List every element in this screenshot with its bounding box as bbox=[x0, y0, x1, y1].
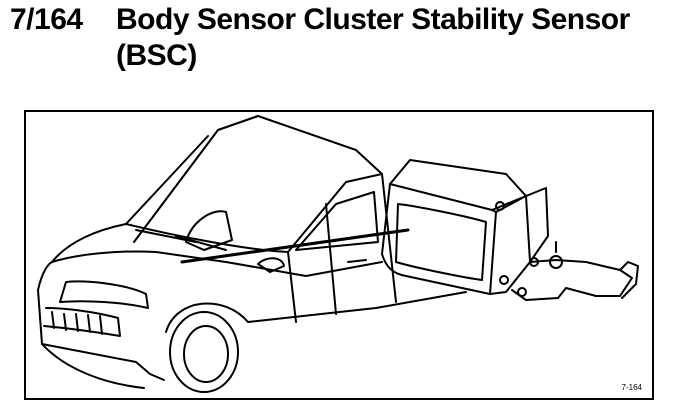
section-title: Body Sensor Cluster Stability Sensor (BS… bbox=[116, 3, 630, 72]
callout-line bbox=[180, 228, 410, 264]
car-sensor-illustration-icon bbox=[37, 115, 639, 393]
figure-frame: 7-164 bbox=[24, 110, 654, 400]
bsc-sensor-module-icon bbox=[381, 159, 639, 301]
car-illustration-icon bbox=[37, 115, 467, 393]
section-number: 7/164 bbox=[10, 3, 83, 36]
section-heading: 7/164 Body Sensor Cluster Stability Sens… bbox=[0, 0, 688, 90]
figure-id-label: 7-164 bbox=[621, 383, 642, 392]
